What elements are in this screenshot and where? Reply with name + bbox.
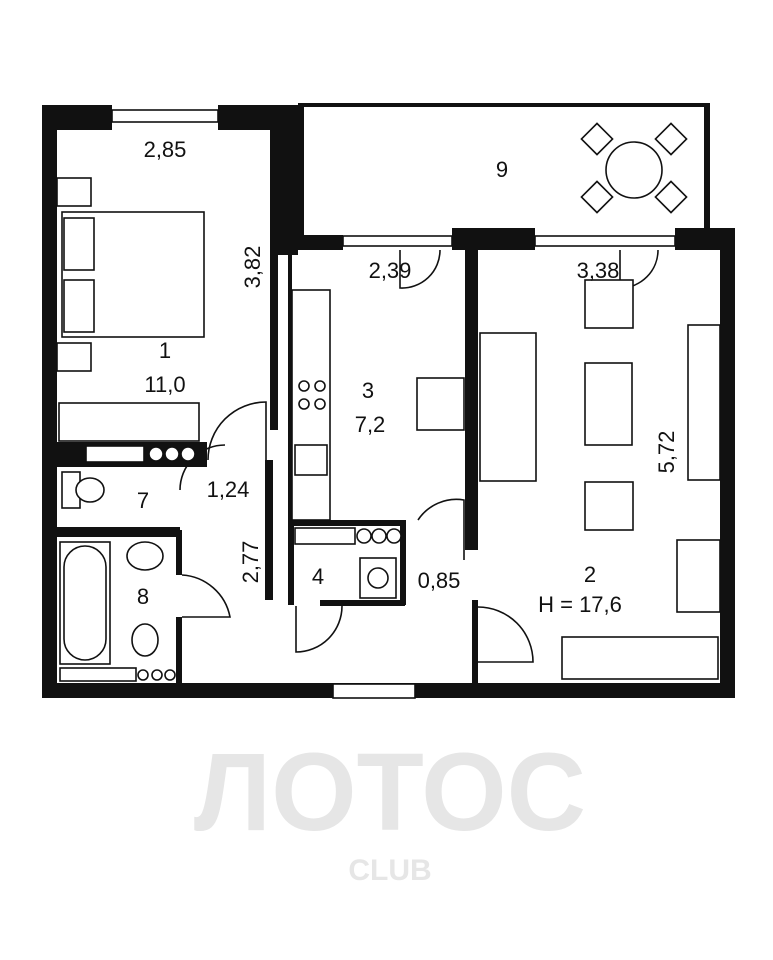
exterior-walls — [42, 105, 735, 699]
watermark-main: ЛОТОС — [194, 731, 586, 854]
dim-hall-width: 1,24 — [207, 477, 250, 502]
room-2-number: 2 — [584, 562, 596, 587]
room-3-area: 7,2 — [355, 412, 386, 437]
dim-corridor-width: 0,85 — [418, 568, 461, 593]
dim-living-width: 3,38 — [577, 258, 620, 283]
room-7-number: 7 — [137, 488, 149, 513]
dim-hall-length: 2,77 — [238, 541, 263, 584]
watermark-sub: CLUB — [348, 854, 431, 887]
dim-room1-length: 3,82 — [240, 246, 265, 289]
furniture — [56, 177, 721, 682]
room-1-area: 11,0 — [144, 372, 185, 397]
dimension-labels: 2,85 3,82 2,39 3,38 5,72 1,24 2,77 0,85 — [144, 137, 679, 593]
balcony — [298, 103, 710, 238]
room-2-area: H = 17,6 — [538, 592, 622, 617]
interior-walls — [57, 130, 478, 683]
doors — [179, 249, 659, 663]
room-8-number: 8 — [137, 584, 149, 609]
dim-living-length: 5,72 — [654, 431, 679, 474]
room-3-number: 3 — [362, 378, 374, 403]
dim-room1-width: 2,85 — [144, 137, 187, 162]
dim-kitchen-width: 2,39 — [369, 258, 412, 283]
room-1-number: 1 — [159, 338, 171, 363]
watermark: ЛОТОС CLUB — [194, 731, 586, 887]
room-labels: 1 11,0 2 H = 17,6 3 7,2 4 7 8 9 — [137, 157, 622, 617]
room-9-number: 9 — [496, 157, 508, 182]
room-4-number: 4 — [312, 564, 324, 589]
